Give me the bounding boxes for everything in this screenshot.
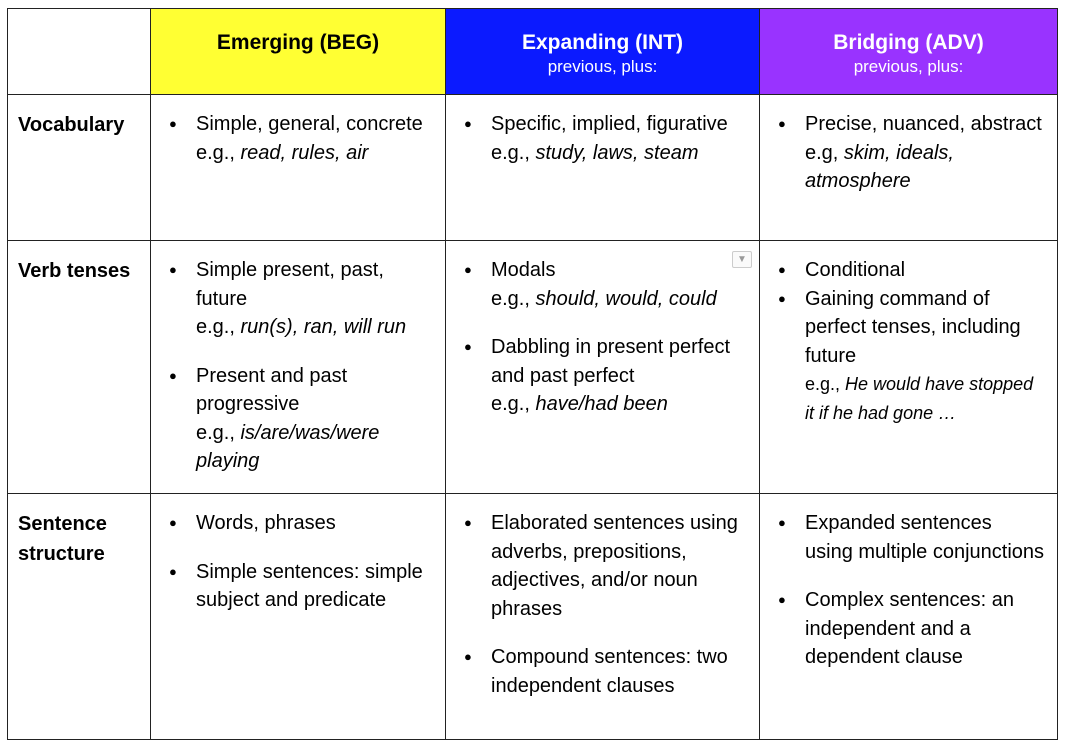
- row-vocabulary: Vocabulary Simple, general, concretee.g.…: [7, 94, 1058, 241]
- list-item: Gaining command of perfect tenses, inclu…: [772, 285, 1045, 428]
- proficiency-table: Emerging (BEG) Expanding (INT) previous,…: [7, 8, 1058, 740]
- corner-cell: [7, 8, 151, 95]
- list-item: Elaborated sentences using adverbs, prep…: [458, 509, 747, 623]
- header-expanding: Expanding (INT) previous, plus:: [445, 8, 760, 95]
- cell-sentence-structure-bridging: Expanded sentences using multiple conjun…: [759, 493, 1058, 740]
- cell-verb-tenses-bridging: Conditional Gaining command of perfect t…: [759, 240, 1058, 494]
- list-item: Words, phrases: [163, 509, 433, 538]
- cell-sentence-structure-emerging: Words, phrases Simple sentences: simple …: [150, 493, 446, 740]
- header-emerging-title: Emerging (BEG): [216, 31, 380, 54]
- cell-sentence-structure-expanding: Elaborated sentences using adverbs, prep…: [445, 493, 760, 740]
- row-label-sentence-structure: Sentence structure: [18, 513, 107, 565]
- list-item: Conditional: [772, 256, 1045, 285]
- row-label-verb-tenses: Verb tenses: [18, 260, 131, 282]
- list-item: Expanded sentences using multiple conjun…: [772, 509, 1045, 566]
- header-emerging: Emerging (BEG): [150, 8, 446, 95]
- row-label-vocabulary: Vocabulary: [18, 114, 125, 136]
- row-sentence-structure: Sentence structure Words, phrases Simple…: [7, 493, 1058, 740]
- header-bridging-title: Bridging (ADV): [833, 31, 984, 54]
- list-item: Compound sentences: two independent clau…: [458, 643, 747, 700]
- header-row: Emerging (BEG) Expanding (INT) previous,…: [7, 8, 1058, 95]
- list-item: Dabbling in present perfect and past per…: [458, 333, 747, 419]
- header-bridging: Bridging (ADV) previous, plus:: [759, 8, 1058, 95]
- header-expanding-title: Expanding (INT): [522, 31, 683, 54]
- list-item: Complex sentences: an independent and a …: [772, 586, 1045, 672]
- row-verb-tenses: Verb tenses Simple present, past, future…: [7, 240, 1058, 494]
- header-bridging-subtitle: previous, plus:: [853, 57, 964, 76]
- header-expanding-subtitle: previous, plus:: [547, 57, 658, 76]
- list-item: Simple sentences: simple subject and pre…: [163, 558, 433, 615]
